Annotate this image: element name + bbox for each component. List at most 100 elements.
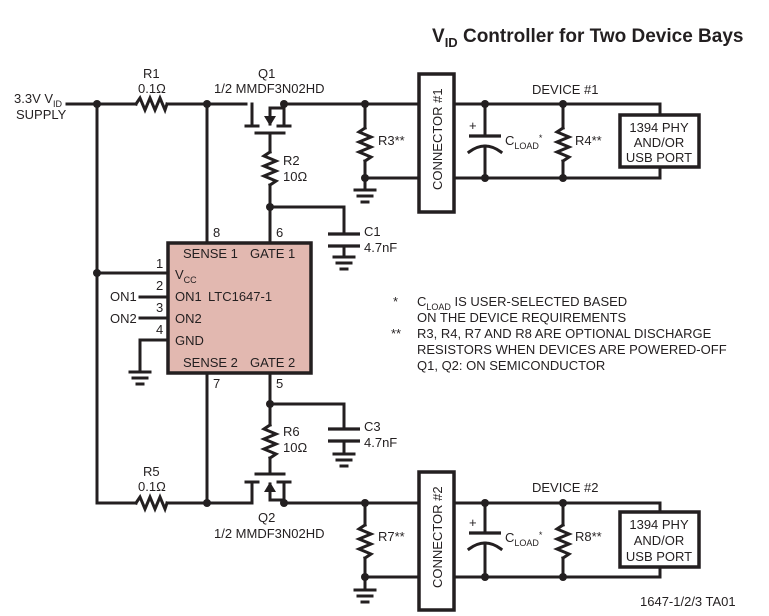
svg-text:*: *: [393, 294, 398, 309]
svg-text:7: 7: [213, 376, 220, 391]
junction: [559, 174, 567, 182]
svg-text:**: **: [391, 326, 401, 341]
junction: [481, 174, 489, 182]
svg-text:1/2 MMDF3N02HD: 1/2 MMDF3N02HD: [214, 81, 325, 96]
svg-text:R2: R2: [283, 153, 300, 168]
svg-text:ON2: ON2: [175, 311, 202, 326]
device-1-port: 1394 PHY AND/OR USB PORT: [618, 113, 701, 169]
svg-text:1/2 MMDF3N02HD: 1/2 MMDF3N02HD: [214, 526, 325, 541]
figure-id: 1647-1/2/3 TA01: [640, 594, 736, 609]
svg-text:C3: C3: [364, 419, 381, 434]
svg-text:Q2: Q2: [258, 510, 275, 525]
svg-text:VCC: VCC: [175, 267, 197, 285]
r1-resistor: R1 0.1Ω: [133, 66, 169, 115]
svg-text:R1: R1: [143, 66, 160, 81]
q1-mosfet: Q1 1/2 MMDF3N02HD: [214, 66, 325, 154]
svg-text:ON2: ON2: [110, 311, 137, 326]
junction: [93, 269, 101, 277]
svg-text:SENSE 2: SENSE 2: [183, 355, 238, 370]
connector-2: CONNECTOR #2: [417, 470, 456, 612]
junction: [361, 100, 369, 108]
c1-capacitor: C1 4.7nF: [268, 205, 397, 271]
supply-label: 3.3V VID SUPPLY: [14, 91, 67, 122]
r6-resistor: R6 10Ω: [260, 422, 307, 476]
svg-text:ON THE DEVICE REQUIREMENTS: ON THE DEVICE REQUIREMENTS: [417, 310, 627, 325]
junction: [559, 100, 567, 108]
r7-resistor: R7**: [353, 501, 421, 604]
svg-text:GND: GND: [175, 333, 204, 348]
junction: [361, 573, 369, 581]
svg-text:R3, R4, R7 AND R8 ARE OPTIONAL: R3, R4, R7 AND R8 ARE OPTIONAL DISCHARGE: [417, 326, 712, 341]
svg-text:4.7nF: 4.7nF: [364, 240, 397, 255]
svg-text:Q1, Q2: ON SEMICONDUCTOR: Q1, Q2: ON SEMICONDUCTOR: [417, 358, 605, 373]
svg-text:10Ω: 10Ω: [283, 440, 307, 455]
svg-text:AND/OR: AND/OR: [634, 533, 685, 548]
svg-text:CLOAD*: CLOAD*: [505, 133, 543, 151]
top-rail-wires: [65, 102, 421, 505]
svg-text:1394 PHY: 1394 PHY: [629, 517, 689, 532]
svg-text:CONNECTOR #1: CONNECTOR #1: [430, 88, 445, 190]
svg-text:DEVICE #1: DEVICE #1: [532, 82, 598, 97]
svg-text:6: 6: [276, 225, 283, 240]
connector-1: CONNECTOR #1: [417, 72, 456, 214]
svg-text:+: +: [469, 515, 477, 530]
junction: [481, 100, 489, 108]
r5-resistor: R5 0.1Ω: [133, 464, 169, 514]
svg-text:R8**: R8**: [575, 529, 602, 544]
junction: [361, 499, 369, 507]
r3-resistor: R3**: [353, 102, 421, 204]
svg-text:RESISTORS WHEN DEVICES ARE POW: RESISTORS WHEN DEVICES ARE POWERED-OFF: [417, 342, 727, 357]
svg-text:2: 2: [156, 278, 163, 293]
svg-text:GATE 1: GATE 1: [250, 246, 295, 261]
svg-text:SENSE 1: SENSE 1: [183, 246, 238, 261]
svg-text:AND/OR: AND/OR: [634, 135, 685, 150]
svg-text:LTC1647-1: LTC1647-1: [208, 289, 272, 304]
c3-capacitor: C3 4.7nF: [268, 402, 397, 468]
junction: [203, 100, 211, 108]
svg-text:4: 4: [156, 322, 163, 337]
svg-text:USB PORT: USB PORT: [626, 150, 692, 165]
svg-text:C1: C1: [364, 224, 381, 239]
chip-pin-numbers: 8 6 1 2 3 4 7 5: [156, 225, 283, 391]
r2-resistor: R2 10Ω: [260, 149, 307, 245]
svg-text:5: 5: [276, 376, 283, 391]
junction: [361, 174, 369, 182]
svg-text:Q1: Q1: [258, 66, 275, 81]
junction: [559, 573, 567, 581]
on-inputs: ON1 ON2: [110, 289, 170, 386]
junction: [203, 499, 211, 507]
svg-text:R5: R5: [143, 464, 160, 479]
svg-text:DEVICE #2: DEVICE #2: [532, 480, 598, 495]
svg-text:3: 3: [156, 300, 163, 315]
junction: [559, 499, 567, 507]
svg-text:R7**: R7**: [378, 529, 405, 544]
chip-ltc1647: SENSE 1 GATE 1 VCC ON1 ON2 GND LTC1647-1…: [166, 241, 313, 375]
svg-text:USB PORT: USB PORT: [626, 549, 692, 564]
svg-text:CONNECTOR #2: CONNECTOR #2: [430, 486, 445, 588]
svg-text:0.1Ω: 0.1Ω: [138, 479, 166, 494]
notes: * CLOAD IS USER-SELECTED BASED ON THE DE…: [391, 294, 727, 373]
svg-text:3.3V VID: 3.3V VID: [14, 91, 63, 109]
device-1-circuit: DEVICE #1 + CLOAD* R4**: [452, 82, 662, 180]
svg-text:GATE 2: GATE 2: [250, 355, 295, 370]
svg-text:CLOAD*: CLOAD*: [505, 530, 543, 548]
svg-text:R3**: R3**: [378, 133, 405, 148]
svg-text:CLOAD IS USER-SELECTED BASED: CLOAD IS USER-SELECTED BASED: [417, 294, 627, 312]
svg-text:1: 1: [156, 256, 163, 271]
title: VID Controller for Two Device Bays: [432, 26, 743, 50]
svg-text:10Ω: 10Ω: [283, 169, 307, 184]
junction: [481, 573, 489, 581]
junction: [481, 499, 489, 507]
q2-mosfet: Q2 1/2 MMDF3N02HD: [214, 472, 325, 541]
device-2-port: 1394 PHY AND/OR USB PORT: [618, 510, 701, 569]
svg-text:+: +: [469, 118, 477, 133]
junction: [93, 100, 101, 108]
svg-text:R6: R6: [283, 424, 300, 439]
svg-text:4.7nF: 4.7nF: [364, 435, 397, 450]
svg-text:8: 8: [213, 225, 220, 240]
svg-text:ON1: ON1: [175, 289, 202, 304]
svg-text:1394 PHY: 1394 PHY: [629, 120, 689, 135]
svg-text:R4**: R4**: [575, 133, 602, 148]
svg-text:ON1: ON1: [110, 289, 137, 304]
